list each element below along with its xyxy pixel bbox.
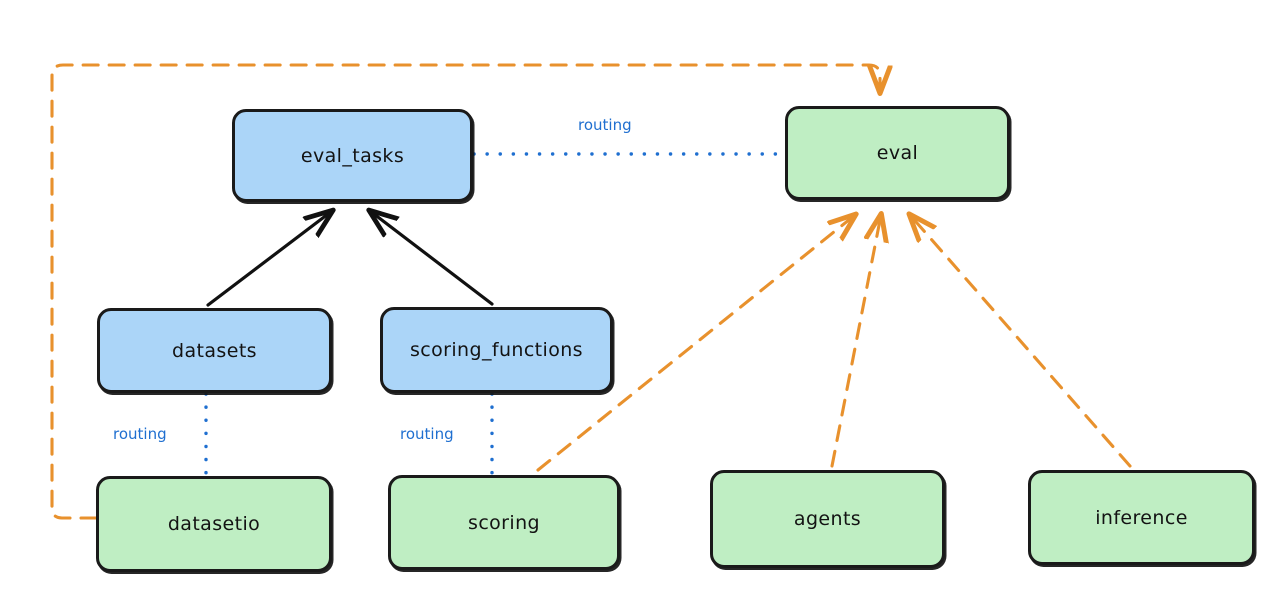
node-label: eval (876, 142, 919, 164)
node-label: datasetio (167, 513, 261, 535)
edge-scoring_functions-eval_tasks (370, 211, 494, 306)
node-label: datasets (172, 339, 257, 362)
edge-agents-eval (830, 215, 881, 468)
node-label: inference (1095, 506, 1188, 529)
node-label: eval_tasks (300, 144, 405, 167)
edge-label-routing-top: routing (578, 116, 632, 134)
node-label: agents (793, 508, 862, 530)
edge-datasets-eval_tasks (206, 211, 332, 307)
edge-label-routing-middle: routing (400, 425, 454, 443)
node-datasets[interactable]: datasets (97, 308, 332, 393)
node-inference[interactable]: inference (1028, 470, 1255, 565)
node-datasetio[interactable]: datasetio (96, 476, 332, 572)
edge-label-routing-left: routing (113, 425, 167, 443)
node-scoring-functions[interactable]: scoring_functions (380, 307, 613, 393)
node-eval[interactable]: eval (785, 106, 1010, 200)
node-label: scoring (468, 511, 540, 534)
node-agents[interactable]: agents (710, 470, 945, 568)
edge-inference-eval (910, 215, 1132, 468)
node-scoring[interactable]: scoring (388, 475, 620, 570)
node-eval-tasks[interactable]: eval_tasks (232, 109, 473, 202)
node-label: scoring_functions (410, 339, 583, 361)
